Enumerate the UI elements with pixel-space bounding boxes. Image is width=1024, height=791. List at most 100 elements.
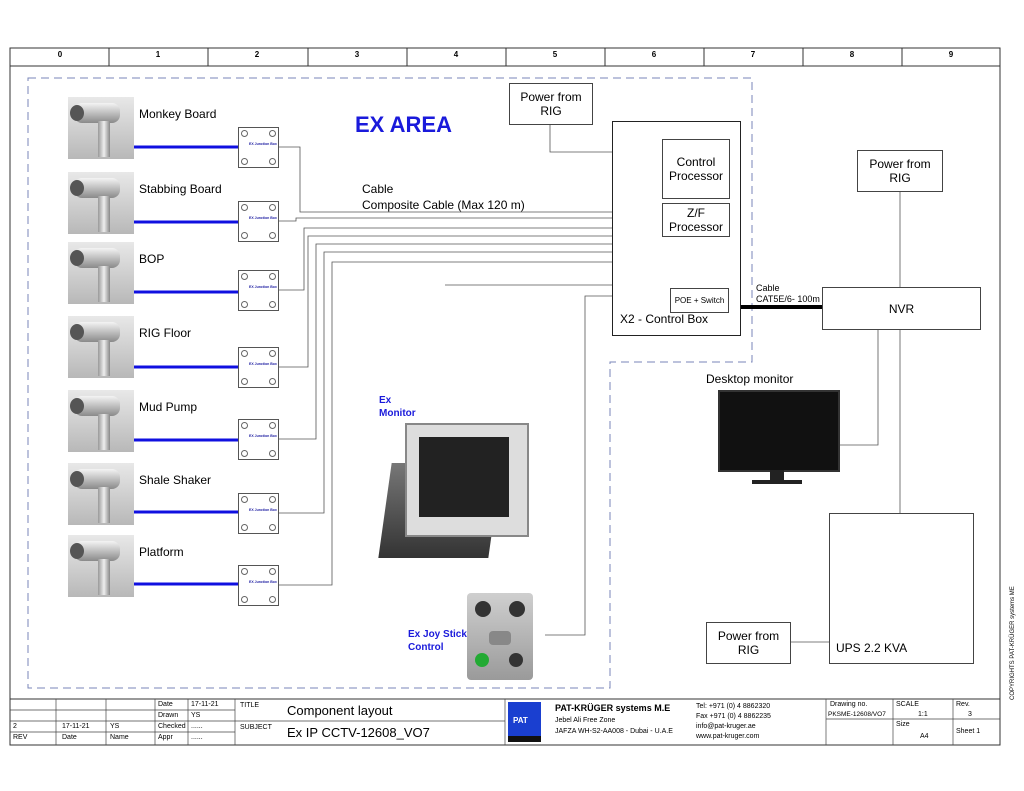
camera-image [68, 390, 134, 452]
appr-value: ...... [191, 734, 203, 741]
logo-text: PAT [513, 716, 528, 725]
title-label: TITLE [240, 702, 260, 709]
power-from-rig-box-2: Power from RIG [857, 150, 943, 192]
company-name: PAT-KRÜGER systems M.E [555, 703, 671, 713]
rev-header: REV [13, 734, 28, 741]
power-from-rig-box-1: Power from RIG [509, 83, 593, 125]
camera-image [68, 242, 134, 304]
ruler-label: 1 [155, 50, 161, 59]
sheet-number: Sheet 1 [956, 728, 981, 735]
joystick-label: Ex Joy Stick Control [408, 629, 467, 653]
junction-box-label: EX Junction Box [249, 434, 277, 438]
camera-label: Shale Shaker [139, 473, 212, 487]
junction-cable [278, 217, 612, 222]
junction-cable [278, 243, 612, 440]
poe-switch-box: POE + Switch [670, 288, 729, 313]
junction-box: EX Junction Box [238, 270, 279, 311]
camera-image [68, 463, 134, 525]
size-label: Size [896, 721, 910, 728]
camera-label: Stabbing Board [139, 182, 222, 196]
control-processor-box: Control Processor [662, 139, 730, 199]
junction-cable [278, 235, 612, 368]
ruler-label: 9 [948, 50, 954, 59]
cat-cable-spec: CAT5E/6- 100m [756, 294, 820, 304]
rev-date-value: 17-11-21 [62, 723, 90, 730]
pat-logo: PAT [508, 702, 541, 742]
junction-box-label: EX Junction Box [249, 142, 277, 146]
ups-box: UPS 2.2 KVA [829, 513, 974, 664]
company-address-1: Jebel Ali Free Zone [555, 717, 616, 724]
company-tel: Tel: +971 (0) 4 8862320 [696, 703, 771, 710]
nvr-label: NVR [888, 301, 915, 316]
nvr-box: NVR [822, 287, 981, 330]
junction-box: EX Junction Box [238, 201, 279, 242]
scale-label: SCALE [896, 701, 919, 708]
camera-label: BOP [139, 252, 165, 266]
drawing-no: PKSME-12608/VO7 [828, 711, 886, 718]
zf-processor-box: Z/F Processor [662, 203, 730, 237]
date-header: Date [62, 734, 77, 741]
cat-cable-label: Cable [756, 283, 780, 293]
junction-cable [278, 227, 612, 291]
power-label: Power from RIG [520, 90, 582, 118]
power-from-rig-box-3: Power from RIG [706, 622, 791, 664]
scale-value: 1:1 [918, 711, 928, 718]
drawn-value: YS [191, 712, 201, 719]
subject-label: SUBJECT [240, 724, 272, 731]
rev-value: 2 [13, 723, 17, 730]
ruler-label: 3 [354, 50, 360, 59]
ex-monitor-image [375, 423, 545, 560]
company-email: info@pat-kruger.ae [696, 723, 756, 730]
camera-image [68, 172, 134, 234]
name-header: Name [110, 734, 129, 741]
ruler-label: 6 [651, 50, 657, 59]
ruler-label: 5 [552, 50, 558, 59]
joystick-control-image [467, 593, 533, 680]
size-value: A4 [920, 733, 929, 740]
control-box-title: X2 - Control Box [620, 312, 709, 326]
junction-box: EX Junction Box [238, 347, 279, 388]
cable-label: Cable [362, 182, 394, 196]
junction-box-label: EX Junction Box [249, 508, 277, 512]
power-label: Power from RIG [717, 629, 780, 657]
rev-name-value: YS [110, 723, 120, 730]
ex-area-title: EX AREA [355, 112, 452, 137]
camera-image [68, 535, 134, 597]
desktop-monitor-label: Desktop monitor [706, 372, 794, 386]
date-value: 17-11-21 [191, 701, 219, 708]
composite-cable-label: Composite Cable (Max 120 m) [362, 198, 525, 212]
drawn-label: Drawn [158, 712, 179, 719]
drawing-title: Component layout [287, 703, 393, 718]
junction-box: EX Junction Box [238, 493, 279, 534]
zf-processor-label: Z/F Processor [668, 206, 724, 234]
control-processor-label: Control Processor [668, 155, 724, 183]
junction-cable [278, 251, 612, 514]
junction-box-label: EX Junction Box [249, 580, 277, 584]
checked-value: ...... [191, 723, 203, 730]
junction-box: EX Junction Box [238, 565, 279, 606]
ex-monitor-label: Ex Monitor [379, 395, 416, 419]
drawing-no-label: Drawing no. [830, 701, 868, 708]
ruler-label: 2 [254, 50, 260, 59]
company-website: www.pat-kruger.com [696, 733, 760, 740]
rev-no: 3 [968, 711, 972, 718]
power-label: Power from RIG [869, 157, 931, 185]
appr-label: Appr [158, 734, 173, 741]
poe-switch-label: POE + Switch [674, 296, 725, 305]
ups-label: UPS 2.2 KVA [836, 641, 908, 655]
junction-box-label: EX Junction Box [249, 362, 277, 366]
junction-box: EX Junction Box [238, 419, 279, 460]
camera-label: Monkey Board [139, 107, 217, 121]
junction-box: EX Junction Box [238, 127, 279, 168]
camera-image [68, 97, 134, 159]
ruler-label: 4 [453, 50, 459, 59]
junction-box-label: EX Junction Box [249, 216, 277, 220]
camera-label: Mud Pump [139, 400, 198, 414]
rev-no-label: Rev. [956, 701, 970, 708]
company-fax: Fax +971 (0) 4 8862235 [696, 713, 771, 720]
camera-image [68, 316, 134, 378]
company-address-2: JAFZA WH-S2-AA008 - Dubai - U.A.E [555, 728, 673, 735]
checked-label: Checked [158, 723, 186, 730]
